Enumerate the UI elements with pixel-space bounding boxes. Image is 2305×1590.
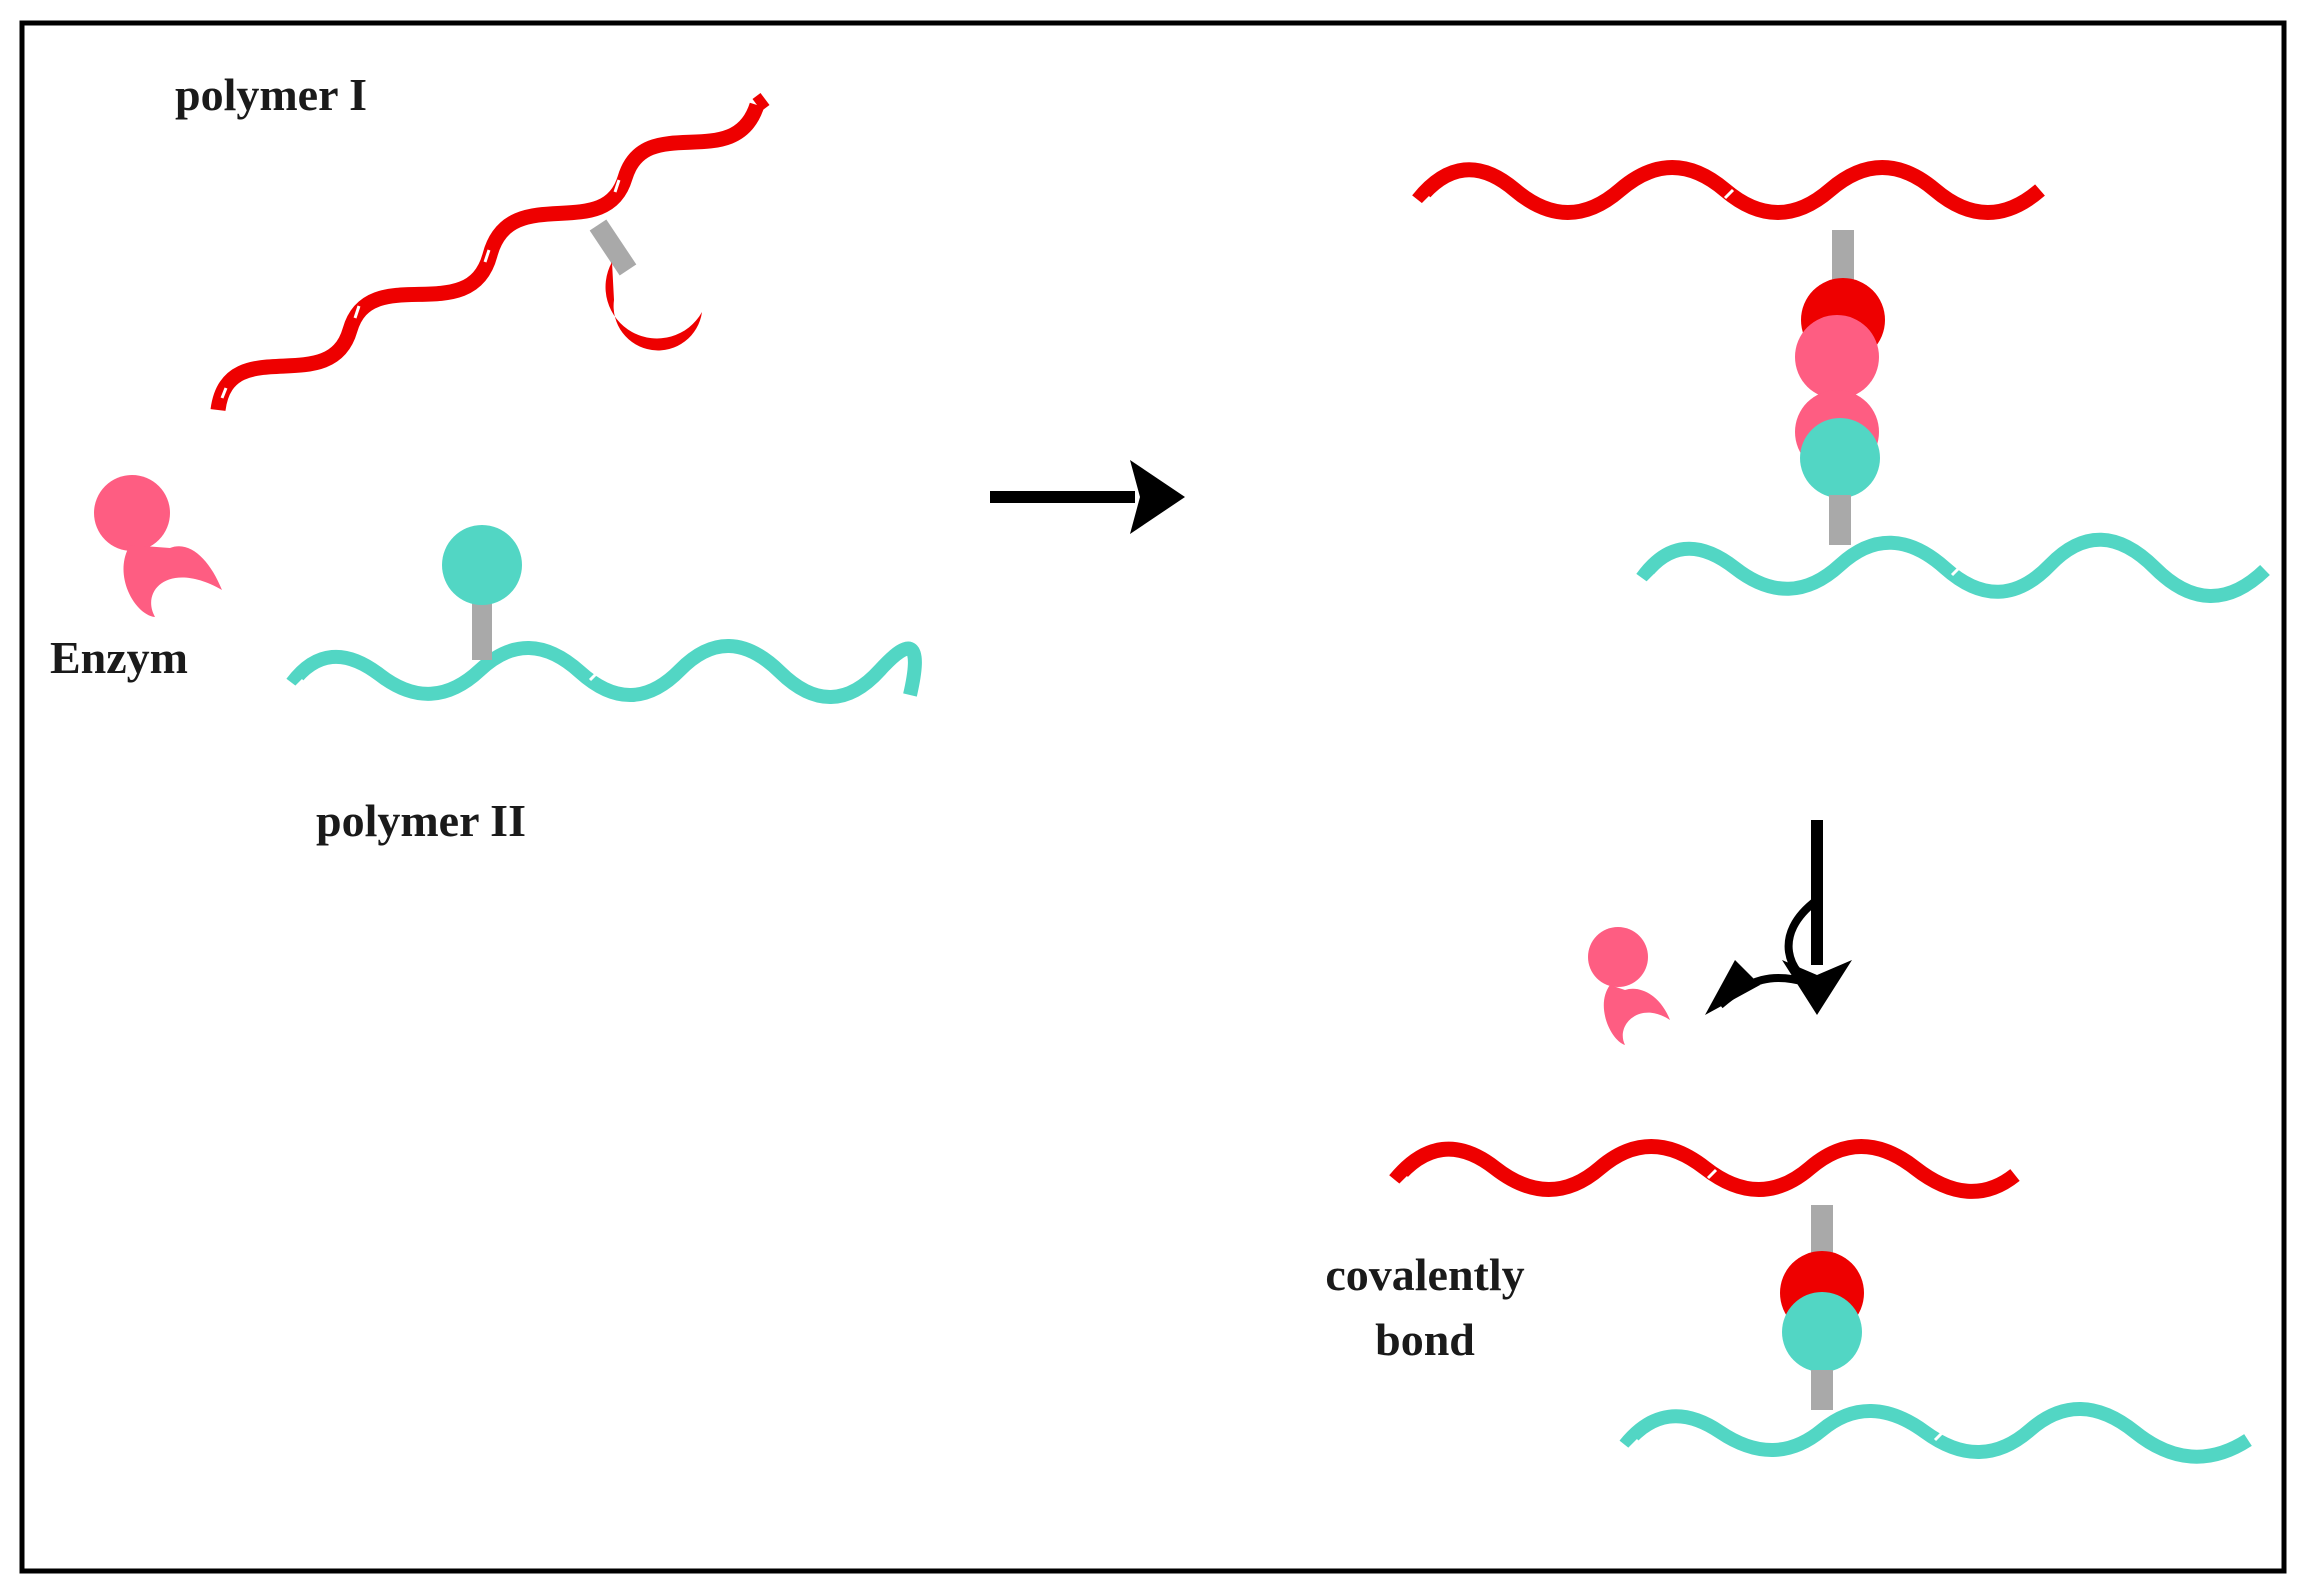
enzyme-released (1588, 927, 1670, 1045)
reaction-arrow-right (990, 460, 1185, 534)
product-bottom-right (1389, 1139, 2252, 1464)
enzyme-left (94, 475, 222, 617)
complex-polymer-1-chain (1412, 160, 2045, 220)
polymer-2-ligand (442, 525, 522, 605)
product-polymer-2-chain (1619, 1402, 2252, 1464)
product-polymer-1-chain (1389, 1139, 2020, 1199)
polymer-1-group (210, 93, 770, 412)
polymer-2-chain (286, 639, 922, 704)
polymer-2-group (286, 525, 922, 704)
frame-border (19, 20, 2287, 1574)
complex-top-right (1412, 160, 2270, 603)
enzyme-head (94, 475, 170, 551)
label-enzyme: Enzym (50, 632, 188, 683)
label-covalent-line2: bond (1375, 1314, 1475, 1365)
complex-polymer-2-chain (1636, 532, 2270, 603)
reaction-arrow-down (1705, 820, 1852, 1015)
label-polymer-1: polymer I (175, 69, 367, 120)
label-covalent-line1: covalently (1325, 1249, 1524, 1300)
polymer-1-linker (589, 219, 637, 276)
label-polymer-2: polymer II (316, 795, 526, 846)
polymer-1-chain (210, 102, 765, 412)
enzyme-tail (123, 545, 222, 617)
